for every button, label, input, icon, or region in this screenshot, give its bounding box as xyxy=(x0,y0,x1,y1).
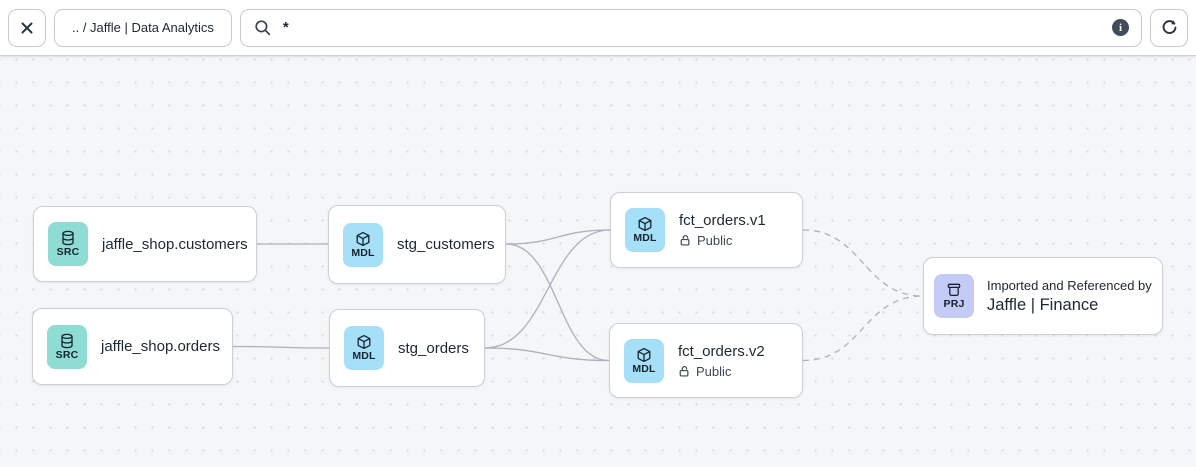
model-badge: MDL xyxy=(624,338,664,383)
breadcrumb-label: .. / Jaffle | Data Analytics xyxy=(72,20,214,35)
close-button[interactable] xyxy=(8,8,46,47)
node-title: fct_orders.v2 xyxy=(678,342,765,360)
info-icon[interactable]: i xyxy=(1112,19,1129,36)
refresh-button[interactable] xyxy=(1150,8,1188,47)
cube-icon xyxy=(637,216,653,232)
node-title: jaffle_shop.customers xyxy=(102,235,248,253)
access-badge: Public xyxy=(678,364,765,379)
project-subtitle: Imported and Referenced by xyxy=(987,277,1152,293)
database-icon xyxy=(60,230,76,246)
access-label: Public xyxy=(697,233,733,248)
edge-src-orders-to-stg-orders xyxy=(232,345,330,349)
badge-label: MDL xyxy=(351,246,375,259)
node-text: Imported and Referenced by Jaffle | Fina… xyxy=(987,278,1152,315)
node-stg-orders[interactable]: MDL stg_orders xyxy=(329,309,485,387)
badge-label: MDL xyxy=(352,350,376,363)
search-input[interactable] xyxy=(282,9,1101,46)
cube-icon xyxy=(355,231,371,247)
edge-stg-orders-to-fct-v2 xyxy=(484,347,610,362)
badge-label: SRC xyxy=(56,246,80,259)
access-label: Public xyxy=(696,363,732,379)
lineage-edges xyxy=(232,229,924,362)
badge-label: PRJ xyxy=(943,298,965,311)
toolbar: .. / Jaffle | Data Analytics i xyxy=(0,0,1196,56)
cube-icon xyxy=(636,347,652,363)
edge-stg-orders-to-fct-v1 xyxy=(484,229,611,349)
refresh-icon xyxy=(1161,19,1178,36)
node-title: stg_customers xyxy=(397,236,495,253)
node-stg-customers[interactable]: MDL stg_customers xyxy=(328,205,506,284)
project-title: Jaffle | Finance xyxy=(987,295,1099,314)
node-jaffle-shop-customers[interactable]: SRC jaffle_shop.customers xyxy=(33,206,257,282)
node-title: fct_orders.v1 xyxy=(679,212,766,229)
node-project-jaffle-finance[interactable]: PRJ Imported and Referenced by Jaffle | … xyxy=(923,257,1163,335)
node-jaffle-shop-orders[interactable]: SRC jaffle_shop.orders xyxy=(32,308,233,385)
edge-stg-customers-to-fct-v2 xyxy=(505,243,610,362)
breadcrumb[interactable]: .. / Jaffle | Data Analytics xyxy=(54,8,232,47)
database-icon xyxy=(59,333,75,349)
unlock-icon xyxy=(679,234,692,247)
search-icon xyxy=(254,19,272,37)
badge-label: MDL xyxy=(633,232,657,245)
badge-label: SRC xyxy=(55,348,79,361)
model-badge: MDL xyxy=(344,326,384,370)
search-box[interactable]: i xyxy=(239,8,1142,47)
edge-fct-v1-to-project xyxy=(802,229,924,297)
badge-label: MDL xyxy=(632,362,656,375)
edge-stg-customers-to-fct-v1 xyxy=(505,229,611,245)
node-fct-orders-v2[interactable]: MDL fct_orders.v2 Public xyxy=(609,323,803,398)
node-title: jaffle_shop.orders xyxy=(101,338,220,355)
node-title: stg_orders xyxy=(398,339,469,357)
archive-box-icon xyxy=(946,282,962,298)
unlock-icon xyxy=(678,365,691,378)
source-badge: SRC xyxy=(48,222,88,266)
edge-fct-v2-to-project xyxy=(802,295,924,362)
access-badge: Public xyxy=(679,233,766,248)
node-text: fct_orders.v1 Public xyxy=(679,212,766,248)
source-badge: SRC xyxy=(47,324,87,369)
node-fct-orders-v1[interactable]: MDL fct_orders.v1 Public xyxy=(610,192,803,268)
model-badge: MDL xyxy=(625,208,665,252)
model-badge: MDL xyxy=(343,222,383,267)
lineage-canvas[interactable]: SRC jaffle_shop.customers SRC jaffle_sho… xyxy=(0,56,1196,467)
cube-icon xyxy=(356,334,372,350)
project-badge: PRJ xyxy=(934,274,974,318)
node-text: fct_orders.v2 Public xyxy=(678,343,765,379)
close-icon xyxy=(19,20,35,36)
